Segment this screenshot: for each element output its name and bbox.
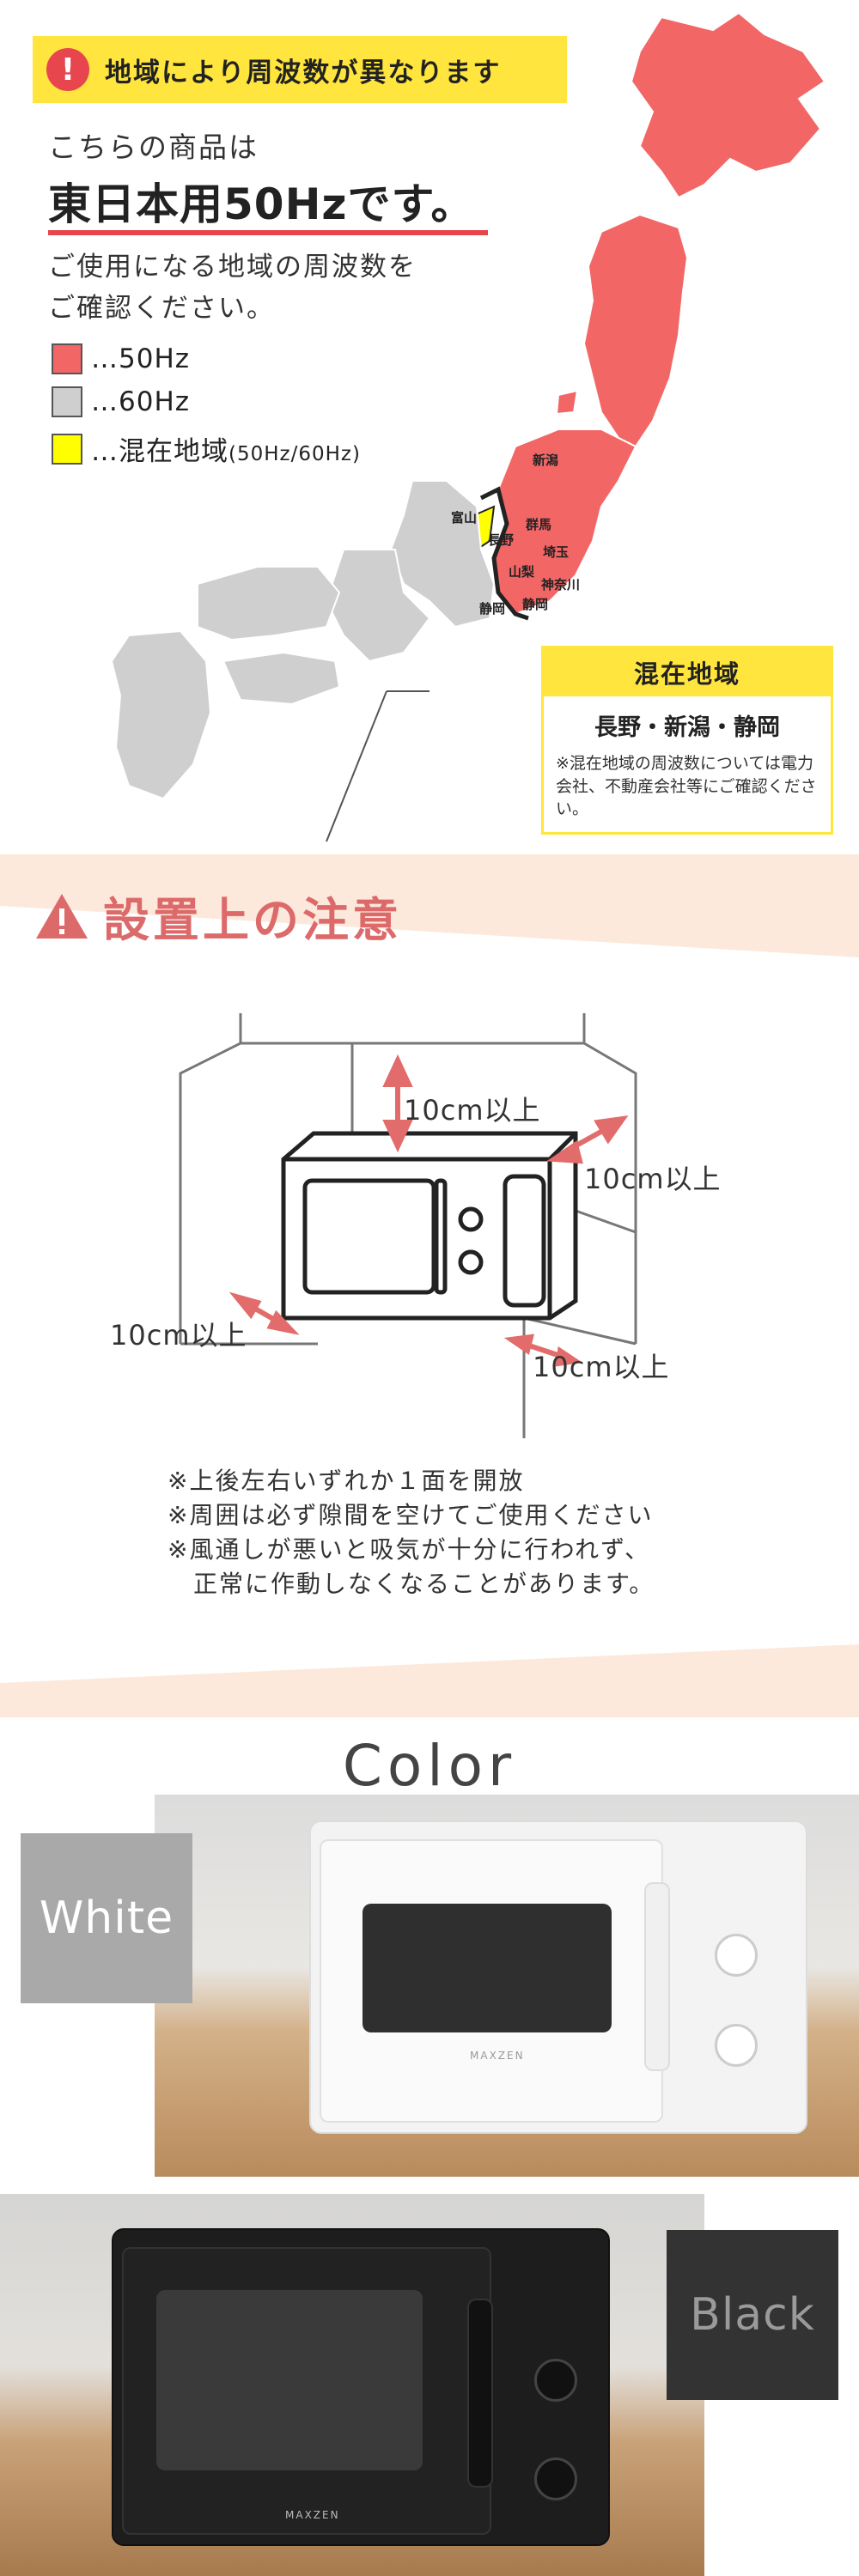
legend-label: …混在地域(50Hz/60Hz)	[91, 429, 361, 468]
map-hokkaido	[630, 11, 826, 199]
installation-note-3: ※風通しが悪いと吸気が十分に行われず、	[168, 1535, 651, 1564]
pref-label-nagano: 長野	[488, 532, 515, 548]
map-mixed-boundary	[479, 486, 529, 621]
black-label-text: Black	[690, 2289, 815, 2341]
installation-note-2: ※周囲は必ず隙間を空けてご使用ください	[168, 1501, 654, 1529]
white-window	[362, 1904, 612, 2032]
microwave-outline	[281, 1131, 578, 1321]
exclamation-icon: !	[46, 48, 89, 91]
color-title: Color	[342, 1733, 517, 1799]
pref-label-gunma: 群馬	[526, 517, 552, 532]
color-section: Color MAXZEN White MAXZEN Black	[0, 1717, 859, 2576]
map-sado	[555, 389, 579, 416]
mixed-region-box: 混在地域 長野・新潟・静岡 ※混在地域の周波数については電力会社、不動産会社等に…	[541, 646, 833, 835]
map-kyushu	[110, 629, 212, 800]
black-brand-logo: MAXZEN	[285, 2509, 340, 2521]
frequency-headline: 東日本用50Hzです。	[48, 179, 475, 229]
mixed-box-title: 混在地域	[544, 648, 831, 696]
map-chugoku	[197, 566, 341, 641]
pref-label-shizuoka-2: 静岡	[522, 597, 549, 612]
installation-title: 設置上の注意	[34, 882, 402, 950]
clearance-diagram	[179, 1013, 637, 1438]
white-power-knob	[715, 1934, 758, 1977]
legend-60hz: …60Hz	[52, 386, 190, 417]
pref-label-niigata: 新潟	[533, 453, 559, 468]
installation-note-1: ※上後左右いずれか１面を開放	[168, 1467, 525, 1495]
map-shikoku	[222, 651, 341, 706]
black-microwave-photo: MAXZEN	[0, 2194, 704, 2576]
white-label-text: White	[39, 1893, 174, 1944]
white-brand-logo: MAXZEN	[470, 2050, 525, 2062]
white-label: White	[21, 1833, 192, 2003]
pref-label-saitama: 埼玉	[543, 544, 570, 560]
mixed-box-regions: 長野・新潟・静岡	[594, 714, 780, 741]
frequency-intro: こちらの商品は	[48, 131, 259, 164]
legend-swatch-yellow	[52, 433, 82, 465]
installation-title-text: 設置上の注意	[103, 893, 402, 947]
white-handle	[644, 1882, 670, 2071]
legend-label: …60Hz	[91, 386, 191, 417]
black-window	[156, 2290, 423, 2470]
legend-mixed: …混在地域(50Hz/60Hz)	[52, 429, 361, 468]
installation-note-4: 正常に作動しなくなることがあります。	[168, 1570, 655, 1598]
pref-label-yamanashi: 山梨	[509, 564, 535, 580]
legend-swatch-red	[52, 343, 82, 374]
map-chubu-west	[389, 480, 496, 629]
installation-section: 設置上の注意	[0, 854, 859, 1717]
clearance-label-left: 10cm以上	[110, 1319, 247, 1352]
frequency-description-line2: ご確認ください。	[48, 293, 275, 324]
mixed-box-note: ※混在地域の周波数については電力会社、不動産会社等にご確認ください。	[556, 754, 817, 819]
white-timer-knob	[715, 2024, 758, 2067]
frequency-section: 新潟 富山 長野 群馬 埼玉 山梨 神奈川 静岡 静岡 ! 地域により周波数が異…	[0, 0, 859, 854]
black-timer-knob	[534, 2458, 577, 2500]
black-microwave: MAXZEN	[112, 2228, 610, 2546]
banner-text: 地域により周波数が異なります	[105, 57, 502, 88]
clearance-label-right: 10cm以上	[584, 1163, 722, 1195]
pref-label-kanagawa: 神奈川	[541, 577, 581, 592]
white-microwave-photo: MAXZEN	[155, 1795, 859, 2177]
legend-label-main: …混在地域	[91, 436, 228, 467]
warning-triangle-icon	[36, 893, 88, 939]
white-microwave: MAXZEN	[309, 1820, 807, 2134]
black-handle	[467, 2299, 493, 2488]
pref-label-shizuoka-1: 静岡	[479, 601, 506, 617]
pref-label-toyama: 富山	[451, 510, 478, 526]
legend-label: …50Hz	[91, 343, 191, 374]
legend-50hz: …50Hz	[52, 343, 190, 374]
clearance-label-top: 10cm以上	[404, 1094, 541, 1127]
japan-frequency-map	[110, 11, 826, 842]
frequency-description-line1: ご使用になる地域の周波数を	[48, 252, 417, 283]
black-power-knob	[534, 2359, 577, 2402]
black-label: Black	[667, 2230, 838, 2400]
legend-swatch-gray	[52, 386, 82, 417]
map-tohoku	[582, 213, 689, 448]
legend-label-sub: (50Hz/60Hz)	[228, 443, 361, 465]
clearance-label-bottom: 10cm以上	[533, 1351, 670, 1383]
frequency-warning-banner: ! 地域により周波数が異なります	[33, 36, 567, 103]
headline-underline	[48, 230, 488, 235]
